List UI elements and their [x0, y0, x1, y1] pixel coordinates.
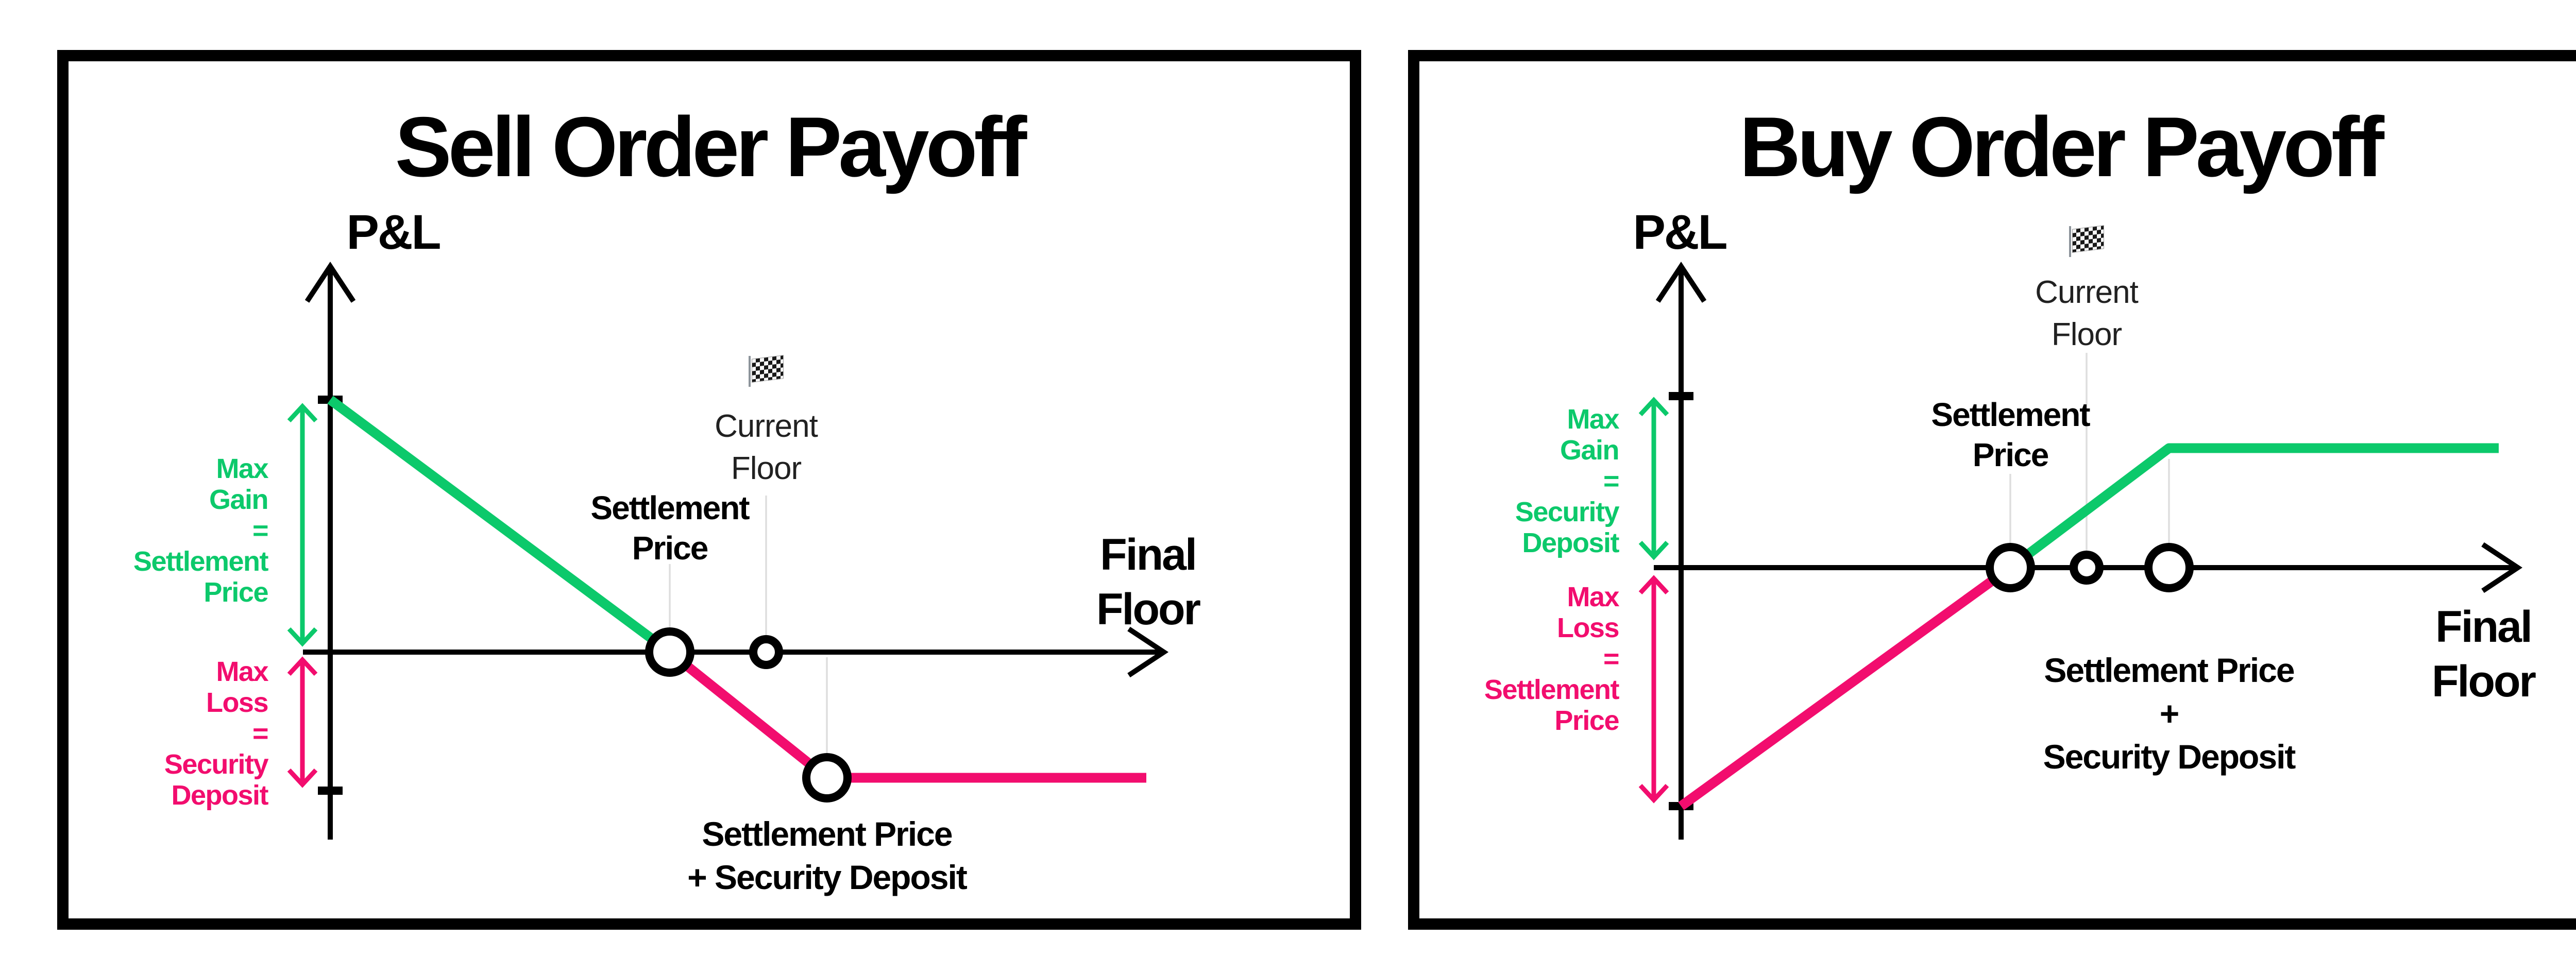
- flag-pole: [749, 356, 751, 387]
- settlement-price-node: [645, 627, 694, 677]
- max-loss-kink-node: [802, 753, 852, 803]
- max-gain-annotation: Max Gain = Settlement Price: [93, 453, 269, 608]
- max-gain-kink-node: [2144, 543, 2194, 592]
- max-gain-line: Gain: [1560, 435, 1620, 466]
- max-loss-line: Security: [164, 749, 269, 780]
- kink-label-line: Settlement Price: [2044, 651, 2295, 689]
- panel-title: Sell Order Payoff: [395, 99, 1027, 194]
- final-floor-label: Final Floor: [1019, 527, 1277, 637]
- kink-label-line: +: [2159, 694, 2180, 732]
- x-axis-arrowhead: [1127, 626, 1169, 678]
- kink-label: Settlement Price + Security Deposit: [569, 812, 1084, 899]
- settlement-price-line: Settlement: [590, 489, 750, 526]
- loss-payoff-line: [1678, 564, 2013, 810]
- current-floor-node: [2070, 551, 2104, 585]
- gain-payoff-line: [2007, 443, 2499, 572]
- max-loss-annotation: Max Loss = Settlement Price: [1444, 582, 1620, 736]
- current-floor-line: Floor: [2051, 317, 2122, 352]
- final-floor-line: Floor: [1096, 585, 1201, 634]
- final-floor-line: Final: [1100, 530, 1197, 579]
- max-loss-line: Deposit: [171, 780, 268, 811]
- max-gain-line: Settlement: [133, 546, 269, 577]
- settlement-price-line: Settlement: [1931, 396, 2090, 433]
- max-loss-arrow-top-head: [1638, 575, 1669, 595]
- max-gain-line: Gain: [209, 484, 269, 515]
- y-axis-arrowhead: [1655, 261, 1707, 303]
- max-gain-line: Max: [1567, 404, 1619, 435]
- current-floor-label: Current Floor: [1942, 271, 2231, 356]
- settlement-price-line: Price: [632, 530, 709, 567]
- max-gain-line: =: [1603, 466, 1620, 497]
- settlement-price-label: Settlement Price: [1866, 395, 2155, 475]
- checkered-flag-icon: [2072, 225, 2104, 253]
- max-loss-tick: [318, 787, 343, 795]
- max-loss-arrow-top-head: [287, 656, 318, 676]
- buy-payoff-plot: [1638, 261, 2523, 840]
- settlement-price-node: [1986, 543, 2035, 592]
- max-loss-line: Price: [1554, 705, 1619, 736]
- current-floor-line: Current: [2035, 275, 2139, 310]
- kink-label-line: + Security Deposit: [687, 858, 968, 896]
- max-loss-arrow-bottom-head: [287, 768, 318, 788]
- loss-payoff-line: [667, 648, 1146, 783]
- max-loss-line: Max: [1567, 582, 1619, 612]
- gain-payoff-line: [327, 396, 673, 656]
- max-gain-line: Security: [1515, 497, 1620, 527]
- max-loss-arrow-bottom-head: [1638, 783, 1669, 804]
- max-gain-annotation: Max Gain = Security Deposit: [1444, 404, 1620, 558]
- current-floor-line: Floor: [731, 451, 802, 486]
- max-loss-line: =: [1603, 643, 1620, 674]
- kink-label-line: Security Deposit: [2043, 738, 2296, 776]
- max-loss-line: Loss: [1556, 612, 1620, 643]
- checkered-flag-icon: [752, 355, 784, 383]
- pnl-axis-label: P&L: [1633, 205, 1728, 260]
- sell-order-panel: Sell Order Payoff P&L: [57, 50, 1361, 930]
- max-loss-line: Max: [216, 656, 268, 687]
- final-floor-label: Final Floor: [2354, 600, 2576, 709]
- max-gain-tick: [1669, 392, 1693, 400]
- panel-title: Buy Order Payoff: [1739, 99, 2384, 194]
- settlement-price-line: Price: [1972, 436, 2049, 473]
- pnl-axis-label: P&L: [346, 205, 442, 260]
- current-floor-label: Current Floor: [622, 405, 910, 490]
- max-gain-arrow-top-head: [287, 403, 318, 423]
- final-floor-line: Final: [2435, 602, 2533, 652]
- max-loss-line: Loss: [206, 687, 269, 718]
- current-floor-node: [749, 635, 783, 669]
- max-gain-arrow-bottom-head: [1638, 540, 1669, 560]
- max-gain-arrow-bottom-head: [287, 627, 318, 647]
- final-floor-line: Floor: [2432, 657, 2536, 706]
- flag-pole: [2069, 226, 2071, 257]
- kink-label: Settlement Price + Security Deposit: [1911, 648, 2427, 778]
- max-gain-line: Deposit: [1522, 527, 1619, 558]
- sell-payoff-plot: [287, 261, 1169, 840]
- settlement-price-label: Settlement Price: [526, 488, 814, 568]
- y-axis-arrowhead: [304, 261, 356, 303]
- current-floor-line: Current: [715, 408, 818, 444]
- max-gain-arrow-top-head: [1638, 397, 1669, 417]
- max-loss-annotation: Max Loss = Security Deposit: [93, 656, 269, 811]
- kink-label-line: Settlement Price: [702, 815, 953, 853]
- max-gain-line: =: [252, 515, 269, 546]
- max-loss-line: =: [252, 718, 269, 749]
- x-axis-arrowhead: [2481, 542, 2523, 593]
- max-loss-line: Settlement: [1484, 674, 1620, 705]
- max-gain-line: Price: [204, 577, 268, 608]
- max-gain-line: Max: [216, 453, 268, 484]
- buy-order-panel: Buy Order Payoff P&L: [1408, 50, 2576, 930]
